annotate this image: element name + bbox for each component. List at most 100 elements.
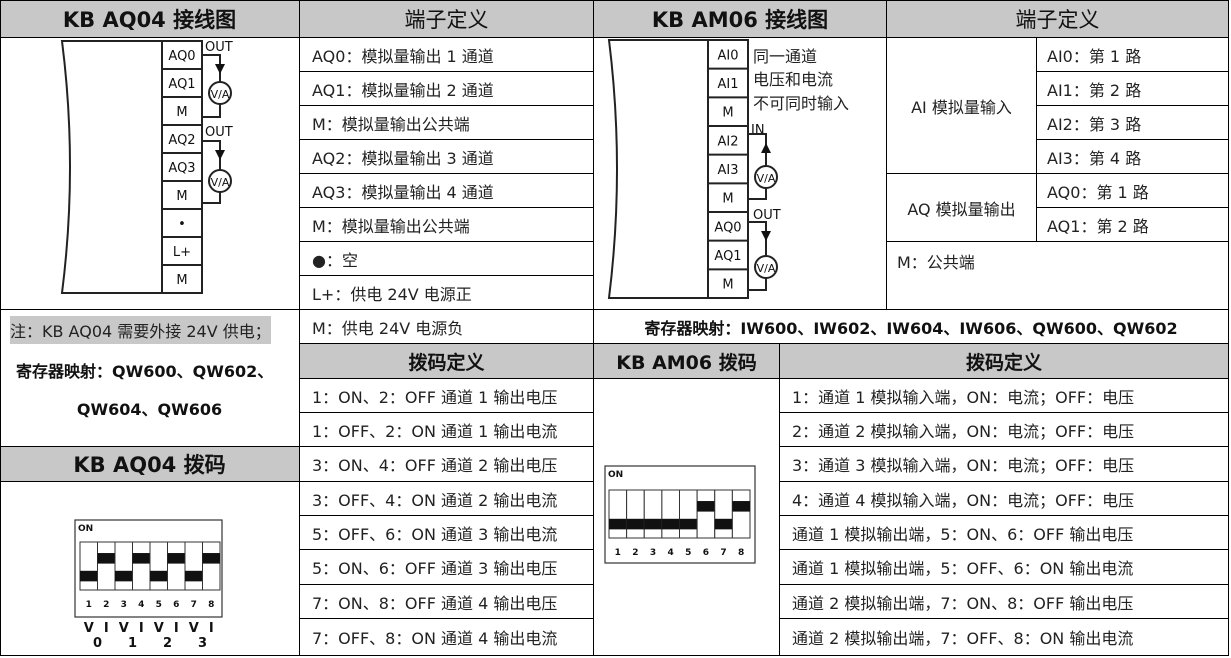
dip-knob-on xyxy=(97,553,115,564)
am06-aq-group: AQ 模拟量输出 xyxy=(887,174,1037,242)
dip-number: 4 xyxy=(138,600,144,610)
terminal-label: AQ0 xyxy=(168,49,195,64)
dip-vi-label: V xyxy=(84,621,94,636)
meter-label: V/A xyxy=(757,262,776,275)
dip-slot xyxy=(149,541,168,591)
dip-knob-off xyxy=(185,570,203,582)
meter-icon xyxy=(208,169,232,193)
aq04-def-row: AQ2：模拟量输出 3 通道 xyxy=(300,140,594,174)
meter-icon xyxy=(208,81,232,105)
am06-dip-def-row: 3：通道 3 模拟输入端，ON：电流；OFF：电压 xyxy=(780,447,1229,482)
am06-register: 寄存器映射：IW600、IW602、IW604、IW606、QW600、QW60… xyxy=(594,310,1229,344)
dip-knob-off xyxy=(661,518,680,530)
am06-dip-def-row: 4：通道 4 模拟输入端，ON：电流；OFF：电压 xyxy=(780,482,1229,516)
am06-dip-def-row: 通道 2 模拟输出端，7：OFF、8：ON 输出电流 xyxy=(780,619,1229,656)
terminal-label: M xyxy=(722,106,733,121)
dip-slot xyxy=(79,541,98,591)
dip-vi-label: I xyxy=(209,621,214,636)
am06-terminal-title: 端子定义 xyxy=(887,0,1229,38)
dip-number: 1 xyxy=(615,548,621,558)
am06-ai-item: AI1：第 2 路 xyxy=(1037,72,1229,106)
dip-on-label: ON xyxy=(78,524,93,534)
aq04-def-row: AQ1：模拟量输出 2 通道 xyxy=(300,72,594,106)
dip-number: 5 xyxy=(685,548,691,558)
dip-slot xyxy=(679,489,698,539)
dip-slot xyxy=(184,541,203,591)
aq04-register-line1: 寄存器映射：QW600、QW602、 xyxy=(16,362,274,381)
dip-number: 7 xyxy=(720,548,726,558)
aq04-dip-def-title: 拨码定义 xyxy=(300,344,594,379)
terminal-label: AI1 xyxy=(718,77,739,92)
terminal-label: M xyxy=(722,278,733,293)
am06-in-label: IN xyxy=(751,123,765,138)
am06-dip-def-row: 1：通道 1 模拟输入端，ON：电流；OFF：电压 xyxy=(780,379,1229,413)
aq04-note: 注：KB AQ04 需要外接 24V 供电； xyxy=(10,316,271,344)
dip-slot xyxy=(97,541,116,591)
module-body xyxy=(60,40,203,294)
dip-slot xyxy=(696,489,716,539)
dip-slot xyxy=(731,489,751,539)
aq04-dip-def-row: 3：OFF、4：ON 通道 2 输出电流 xyxy=(300,482,594,516)
am06-notice-line: 同一通道 xyxy=(753,47,817,66)
dip-number: 6 xyxy=(173,600,179,610)
meter-icon xyxy=(754,165,778,189)
dip-slot xyxy=(626,489,645,539)
dip-number: 4 xyxy=(668,548,674,558)
dip-knob-off xyxy=(714,518,733,530)
dip-channel-label: 0 xyxy=(93,636,102,651)
dip-slot xyxy=(714,489,733,539)
aq04-dip-image-cell xyxy=(0,482,300,656)
terminal-label: AQ2 xyxy=(168,133,195,148)
am06-aq-item: AQ1：第 2 路 xyxy=(1037,208,1229,242)
dip-slot xyxy=(114,541,133,591)
out-label: OUT xyxy=(205,40,233,55)
am06-ai-item: AI3：第 4 路 xyxy=(1037,140,1229,174)
dip-vi-label: V xyxy=(189,621,199,636)
am06-dip-image-cell xyxy=(594,379,780,656)
am06-dip-def-row: 通道 1 模拟输出端，5：OFF、6：ON 输出电流 xyxy=(780,550,1229,585)
arrow-up-icon xyxy=(761,143,771,153)
am06-ai-item: AI0：第 1 路 xyxy=(1037,38,1229,72)
am06-wiring-diagram-cell xyxy=(594,38,887,310)
am06-dip-def-title: 拨码定义 xyxy=(780,344,1229,379)
dip-knob-on xyxy=(732,501,750,512)
aq04-dip-title: KB AQ04 拨码 xyxy=(0,447,300,482)
meter-label: V/A xyxy=(757,172,776,185)
aq04-dip-def-row: 7：ON、8：OFF 通道 4 输出电压 xyxy=(300,585,594,619)
out-label: OUT xyxy=(205,125,233,140)
aq04-dip-def-row: 1：OFF、2：ON 通道 1 输出电流 xyxy=(300,413,594,447)
dip-channel-label: 3 xyxy=(198,636,207,651)
meter-label: V/A xyxy=(211,88,230,101)
dip-slot xyxy=(661,489,680,539)
am06-dip-title: KB AM06 拨码 xyxy=(594,344,780,379)
wire xyxy=(748,221,767,291)
dip-number: 8 xyxy=(738,548,744,558)
meter-label: V/A xyxy=(211,176,230,189)
dip-on-label: ON xyxy=(608,470,623,480)
dip-knob-off xyxy=(150,570,168,582)
aq04-dip-def-row: 3：ON、4：OFF 通道 2 输出电压 xyxy=(300,447,594,482)
dip-vi-label: V xyxy=(154,621,164,636)
terminal-label: AQ1 xyxy=(168,77,195,92)
arrow-down-icon xyxy=(215,150,225,160)
am06-wiring-diagram: 同一通道 电压和电流 不可同时输入 IN OUT AI0AI1MAI2AI3MA… xyxy=(607,39,849,299)
dip-vi-label: I xyxy=(174,621,179,636)
terminal-label: AQ1 xyxy=(714,249,741,264)
wire xyxy=(748,133,767,200)
am06-common: M：公共端 xyxy=(887,242,1229,310)
terminal-label: • xyxy=(178,217,186,232)
dip-vi-label: I xyxy=(104,621,109,636)
terminal-label: AI3 xyxy=(718,163,739,178)
aq04-wiring-title: KB AQ04 接线图 xyxy=(0,0,300,38)
dip-knob-off xyxy=(609,518,627,530)
aq04-def-row: AQ0：模拟量输出 1 通道 xyxy=(300,38,594,72)
terminal-label: M xyxy=(176,273,187,288)
aq04-dip-def-row: 5：OFF、6：ON 通道 3 输出电流 xyxy=(300,516,594,550)
dip-channel-label: 1 xyxy=(128,636,137,651)
dip-knob-off xyxy=(679,518,698,530)
dip-knob-off xyxy=(80,570,98,582)
